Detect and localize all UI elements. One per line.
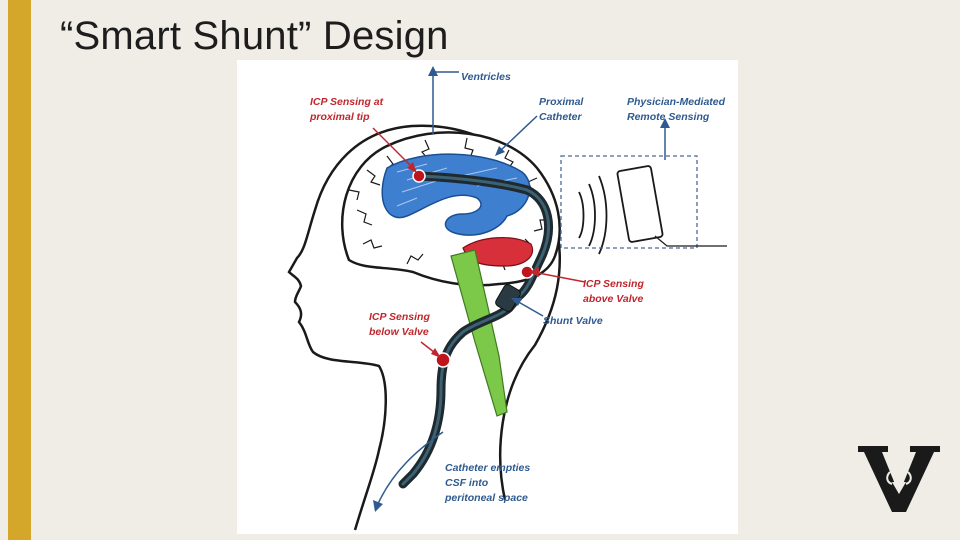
label-remote-line2: Remote Sensing — [627, 111, 710, 123]
smart-shunt-diagram: Ventricles ICP Sensing at proximal tip P… — [237, 60, 738, 534]
label-remote-line1: Physician-Mediated — [627, 96, 726, 108]
sensor-proximal-tip — [412, 169, 426, 183]
reader-cable — [654, 235, 727, 247]
label-proximal-catheter-line2: Catheter — [539, 111, 582, 123]
diagram-drawing — [287, 66, 727, 531]
university-logo — [858, 446, 940, 512]
cerebellum — [462, 237, 534, 267]
remote-reader-box — [560, 155, 698, 249]
label-icp-proximal-tip: ICP Sensing at proximal tip — [310, 95, 383, 125]
label-icp-above-line1: ICP Sensing — [583, 278, 644, 290]
label-icp-below-line1: ICP Sensing — [369, 311, 430, 323]
label-icp-below-line2: below Valve — [369, 326, 429, 338]
blue-arrowheads — [373, 66, 670, 512]
wireless-signal-icon — [578, 175, 608, 255]
label-catheter-line1: Catheter empties — [445, 462, 531, 474]
label-proximal-catheter-line1: Proximal — [539, 96, 584, 108]
label-icp-above-valve: ICP Sensing above Valve — [583, 277, 644, 307]
label-icp-proximal-line2: proximal tip — [310, 111, 370, 123]
red-arrowheads — [407, 162, 539, 358]
label-icp-below-valve: ICP Sensing below Valve — [369, 310, 430, 340]
remote-reader-device — [616, 165, 664, 243]
spinal-cord — [450, 249, 508, 417]
label-icp-above-line2: above Valve — [583, 293, 644, 305]
label-catheter-line3: peritoneal space — [445, 492, 528, 504]
label-proximal-catheter: Proximal Catheter — [539, 95, 583, 125]
head-outline — [287, 124, 561, 531]
label-icp-proximal-line1: ICP Sensing at — [310, 96, 384, 108]
label-catheter-empties: Catheter empties CSF into peritoneal spa… — [445, 461, 530, 506]
slide-title: “Smart Shunt” Design — [60, 14, 449, 58]
label-shunt-valve: Shunt Valve — [543, 315, 603, 327]
accent-bar — [8, 0, 31, 540]
label-catheter-line2: CSF into — [445, 477, 489, 489]
label-remote-sensing: Physician-Mediated Remote Sensing — [627, 95, 725, 125]
label-ventricles: Ventricles — [461, 71, 511, 83]
